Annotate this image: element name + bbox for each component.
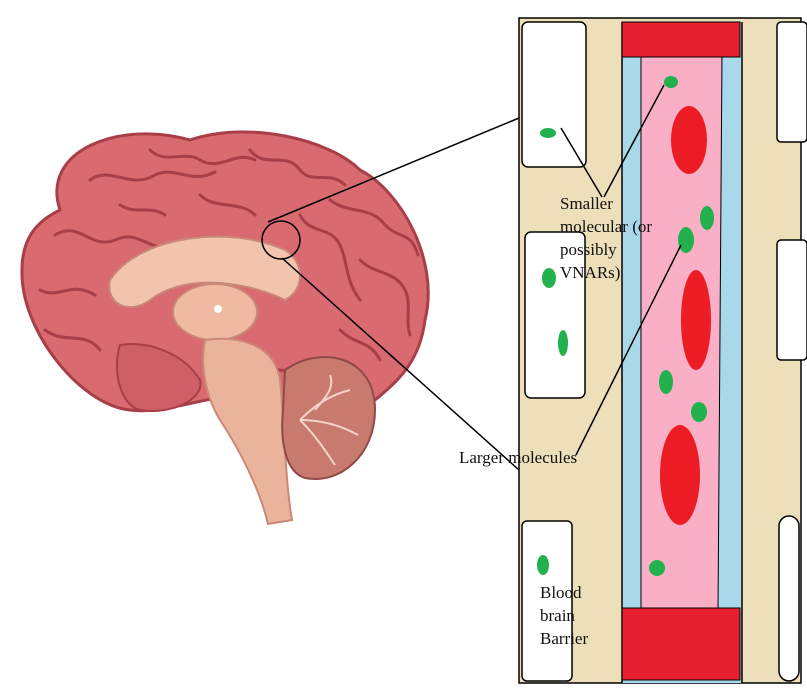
green-molecule-icon <box>540 128 556 138</box>
pointer-smaller-to-vessel <box>603 84 665 198</box>
pointer-larger-to-vessel <box>575 244 682 456</box>
cerebellum <box>281 356 377 480</box>
green-molecule-icon <box>558 330 568 356</box>
corpus-callosum <box>108 235 301 309</box>
label-bbb-line-3: Barrier <box>540 629 588 648</box>
label-smaller-line-4: VNARs) <box>560 263 620 282</box>
vessel-panel <box>518 17 807 684</box>
label-bbb: Blood brain Barrier <box>540 583 588 648</box>
zoom-line-top <box>267 117 520 223</box>
red-blood-cell-icon <box>660 425 700 525</box>
label-smaller-line-1: Smaller <box>560 194 613 213</box>
green-molecule-icon <box>542 268 556 288</box>
label-larger-molecules: Larger molecules <box>459 448 577 467</box>
green-molecule-icon <box>649 560 665 576</box>
arbor-vitae <box>299 374 359 466</box>
green-molecule-icon <box>537 555 549 575</box>
cell-box-left-top <box>521 21 587 168</box>
green-molecule-icon <box>678 227 694 253</box>
temporal-lobe <box>116 343 202 412</box>
green-molecule-icon <box>700 206 714 230</box>
gyri-folds <box>38 148 420 382</box>
green-molecule-icon <box>659 370 673 394</box>
zoom-line-bottom <box>281 257 520 471</box>
pointer-lines <box>560 84 682 456</box>
cell-box-right-middle <box>776 239 807 361</box>
vessel-cap-top <box>621 21 741 58</box>
brainstem <box>202 337 294 526</box>
red-blood-cell-icon <box>671 106 707 174</box>
label-bbb-line-2: brain <box>540 606 575 625</box>
thalamus <box>172 283 258 341</box>
vessel-cap-bottom <box>621 607 741 681</box>
cell-box-left-middle <box>524 231 586 399</box>
label-bbb-line-1: Blood <box>540 583 582 602</box>
red-blood-cell-icon <box>681 270 711 370</box>
green-molecule-icon <box>664 76 678 88</box>
label-smaller-line-2: molecular (or <box>560 217 652 236</box>
cell-box-left-bottom <box>521 520 573 682</box>
zoom-circle <box>261 220 301 260</box>
molecules <box>537 76 714 576</box>
label-smaller: Smaller molecular (or possibly VNARs) <box>560 194 652 282</box>
brain-sagittal-icon <box>20 130 430 526</box>
cell-box-right-bottom <box>778 515 800 682</box>
cell-box-right-top <box>776 21 807 143</box>
green-molecule-icon <box>691 402 707 422</box>
pointer-smaller-to-left <box>560 127 603 198</box>
pineal-spot <box>214 305 222 313</box>
label-smaller-line-3: possibly <box>560 240 617 259</box>
